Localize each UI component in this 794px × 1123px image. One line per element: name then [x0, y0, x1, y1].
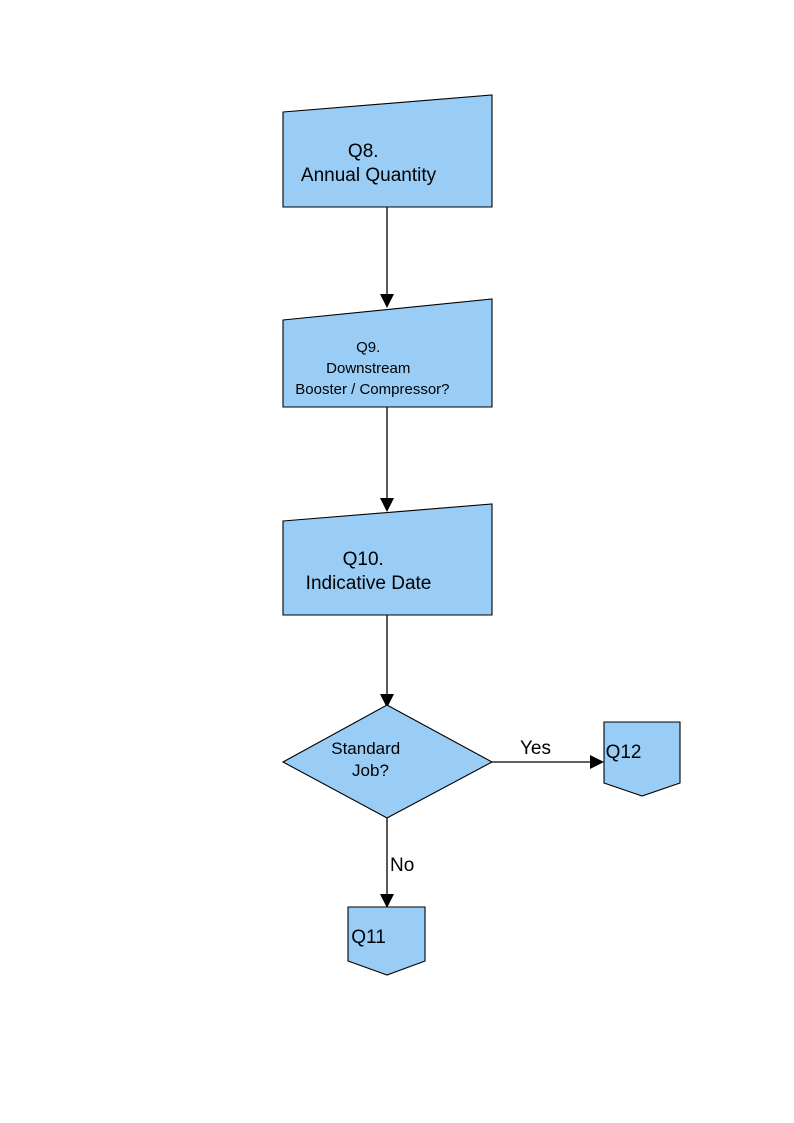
q12-label: Q12 [606, 742, 679, 763]
node-q10-indicative-date[interactable]: Q10. Indicative Date [282, 503, 493, 616]
q12-label-line-0: Q12 [606, 742, 642, 763]
arrow-head-icon [380, 294, 394, 308]
q9-label-line-0: Q9. [356, 339, 380, 356]
decision-label-line-1: Job? [352, 761, 389, 780]
arrow-head-icon [380, 498, 394, 512]
q8-label-line-0: Q8. [348, 141, 379, 162]
q9-label: Q9. Downstream Booster / Compressor? [295, 339, 478, 398]
q10-shape[interactable] [282, 503, 493, 616]
q11-shape[interactable] [347, 906, 426, 976]
q12-shape[interactable] [603, 721, 681, 797]
edge-decision-no-to-q11 [380, 818, 394, 908]
node-decision-standard-job[interactable]: Standard Job? [281, 704, 494, 819]
q11-label-line-0: Q11 [351, 927, 386, 948]
node-q11-terminal[interactable]: Q11 [347, 906, 426, 976]
q11-label: Q11 [351, 927, 422, 948]
arrow-head-icon [590, 755, 604, 769]
decision-label: Standard Job? [331, 739, 443, 780]
connector-group [380, 207, 604, 908]
q9-shape[interactable] [282, 298, 493, 408]
q8-label-line-1: Annual Quantity [301, 165, 437, 186]
q9-label-line-1: Downstream [326, 360, 410, 377]
q10-label-line-0: Q10. [343, 549, 384, 570]
decision-shape[interactable] [281, 704, 494, 819]
edge-q9-to-q10 [380, 407, 394, 512]
node-q12-terminal[interactable]: Q12 [603, 721, 681, 797]
edge-q8-to-q9 [380, 207, 394, 308]
node-q8-annual-quantity[interactable]: Q8. Annual Quantity [282, 94, 493, 208]
q9-label-line-2: Booster / Compressor? [295, 381, 449, 398]
edge-decision-yes-to-q12 [492, 755, 604, 769]
node-q9-downstream-booster-compressor[interactable]: Q9. Downstream Booster / Compressor? [282, 298, 493, 408]
q8-label: Q8. Annual Quantity [301, 141, 473, 186]
q10-label: Q10. Indicative Date [306, 549, 469, 594]
edge-q10-to-decision [380, 615, 394, 708]
decision-label-line-0: Standard [331, 739, 400, 758]
q8-shape[interactable] [282, 94, 493, 208]
arrow-head-icon [380, 694, 394, 708]
edge-label-no: No [390, 855, 414, 876]
edge-label-yes: Yes [520, 738, 551, 759]
q10-label-line-1: Indicative Date [306, 573, 432, 594]
arrow-head-icon [380, 894, 394, 908]
